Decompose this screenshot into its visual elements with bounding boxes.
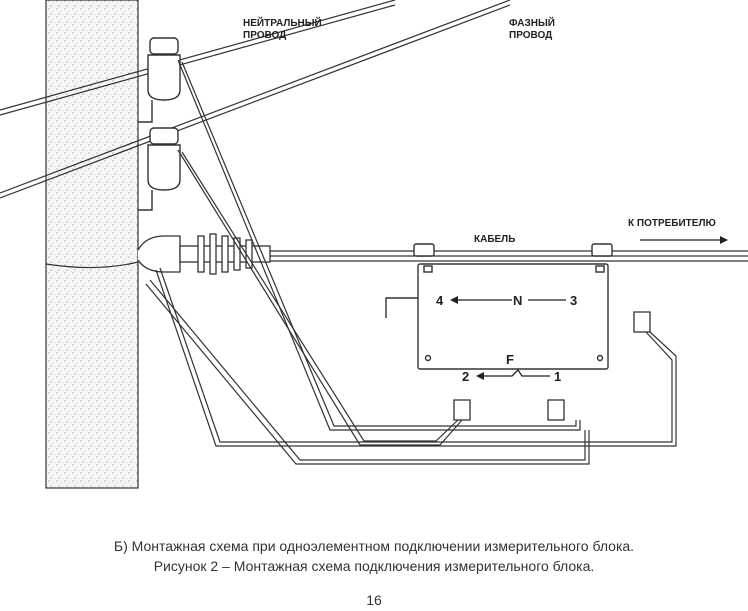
- phase-wire: [0, 0, 511, 199]
- neutral-letter: N: [513, 293, 522, 308]
- pole: [45, 0, 139, 489]
- connection-wires: [145, 59, 677, 465]
- installation-diagram: НЕЙТРАЛЬНЫЙ ПРОВОД ФАЗНЫЙ ПРОВОД КАБЕЛЬ …: [0, 0, 748, 489]
- phase-wire-label-2: ПРОВОД: [509, 30, 552, 41]
- terminal-3-label: 3: [570, 293, 577, 308]
- cable-label: КАБЕЛЬ: [474, 234, 515, 245]
- page-number: 16: [366, 592, 382, 608]
- neutral-wire: [0, 0, 396, 116]
- terminal-1-label: 1: [554, 369, 561, 384]
- figure-caption: Рисунок 2 – Монтажная схема подключения …: [153, 558, 595, 574]
- main-cable: [45, 250, 748, 269]
- consumer-arrow: [640, 236, 728, 244]
- terminal-bolts: [453, 311, 651, 421]
- to-consumer-label: К ПОТРЕБИТЕЛЮ: [628, 218, 716, 229]
- phase-wire-label-1: ФАЗНЫЙ: [509, 16, 555, 29]
- terminal-2-label: 2: [462, 369, 469, 384]
- anchor-clamp: [137, 233, 271, 275]
- neutral-wire-label-2: ПРОВОД: [243, 30, 286, 41]
- measurement-block: [385, 243, 613, 370]
- phase-link: [484, 368, 550, 377]
- terminal-4-label: 4: [436, 293, 444, 308]
- neutral-wire-label-1: НЕЙТРАЛЬНЫЙ: [243, 16, 322, 29]
- diagram-caption-subtitle: Б) Монтажная схема при одноэлементном по…: [113, 538, 635, 554]
- phase-letter: F: [506, 352, 514, 367]
- upper-insulator: [138, 37, 181, 123]
- lower-insulator: [138, 127, 181, 211]
